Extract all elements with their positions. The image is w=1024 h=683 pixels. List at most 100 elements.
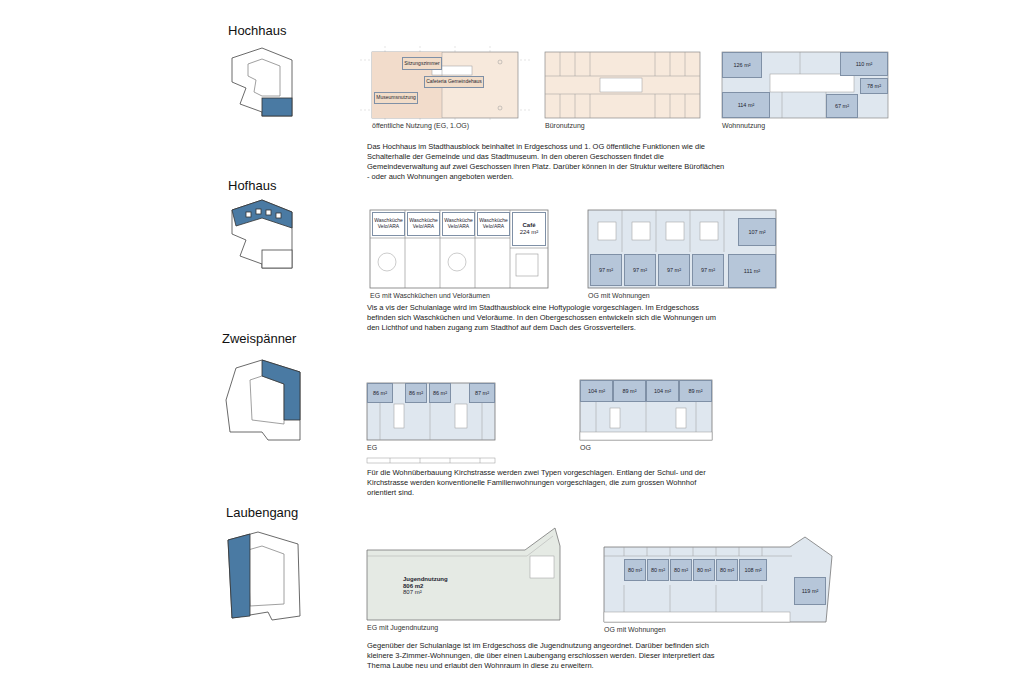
room-area: 86 m² [405,383,427,403]
area-label: 224 m² [520,229,539,236]
area-label: 89 m² [688,388,702,394]
site-plan-icon [232,200,292,268]
area-label: 97 m² [633,267,647,273]
area-label: Waschküche Velo/ARA [443,218,474,230]
room-area: 119 m² [794,577,826,605]
area-label: 807 m² [403,589,422,596]
area-label: 87 m² [475,390,489,396]
room-area: 89 m² [679,380,712,402]
plan-caption: EG [367,444,377,451]
area-label: 119 m² [802,588,819,594]
area-label: 80 m² [674,567,688,573]
plan-caption: Büronutzung [545,122,585,129]
room-area: 114 m² [722,92,770,118]
room-area: 97 m² [624,254,656,286]
area-label: Waschküche Velo/ARA [408,218,439,230]
room-area: Café224 m² [512,212,546,246]
room-area: 108 m² [739,559,767,581]
area-label: 78 m² [867,83,881,89]
area-label: 111 m² [744,268,760,274]
floor-plan-drawing [588,210,776,288]
room-area: 97 m² [590,254,622,286]
section-heading: Laubengang [226,505,298,520]
room-area: 80 m² [624,559,646,581]
room-area: 78 m² [860,78,888,94]
room-area: Jugendnutzung806 m2807 m² [403,570,465,602]
area-label: Jugendnutzung [403,576,448,583]
area-label: 80 m² [720,567,734,573]
room-area: 111 m² [728,254,776,288]
area-label: 97 m² [599,267,613,273]
room-area: Cafeteria Gemeindehaus [424,76,484,88]
room-area: Waschküche Velo/ARA [442,212,475,236]
section-heading: Hofhaus [228,178,276,193]
room-area: 80 m² [647,559,669,581]
area-label: Café [522,222,535,229]
floor-plan: Wohnnutzung126 m²110 m²78 m²114 m²67 m² [722,52,888,118]
area-label: 806 m2 [403,583,423,590]
area-label: 86 m² [409,390,423,396]
floor-plan-drawing [370,210,548,288]
room-area: 86 m² [367,383,393,403]
room-area: 87 m² [469,383,495,403]
room-area: 86 m² [429,383,451,403]
area-label: 108 m² [744,567,761,573]
plan-caption: EG mit Jugendnutzung [367,624,438,631]
room-area: 104 m² [646,380,679,402]
area-label: 97 m² [701,267,715,273]
area-label: 80 m² [628,567,642,573]
floor-plan-drawing [722,52,888,118]
section-heading: Zweispänner [222,331,296,346]
area-label: 110 m² [856,61,873,67]
area-label: 80 m² [651,567,665,573]
area-label: 104 m² [588,388,605,394]
floor-plan: EG mit Waschküchen und VeloräumenWaschkü… [370,210,548,288]
room-area: 107 m² [738,218,776,246]
room-area: Waschküche Velo/ARA [477,212,510,236]
site-plan-icon [232,48,292,116]
room-area: 104 m² [580,380,613,402]
floor-plan: OG104 m²89 m²104 m²89 m² [580,380,712,440]
room-area: Museumsnutzung [374,92,418,104]
area-label: 107 m² [748,229,765,235]
area-label: 67 m² [835,103,849,109]
room-area: Sitzungszimmer [402,57,442,70]
plan-caption: EG mit Waschküchen und Veloräumen [370,292,490,299]
area-label: 114 m² [738,102,755,108]
area-label: Waschküche Velo/ARA [373,218,404,230]
area-label: 86 m² [373,390,387,396]
area-label: Waschküche Velo/ARA [478,218,509,230]
room-area: 80 m² [716,559,738,581]
floor-plan-drawing [545,52,700,118]
floor-plan-drawing [580,380,712,440]
room-area: Waschküche Velo/ARA [372,212,405,236]
room-area: 97 m² [658,254,690,286]
room-area: 97 m² [692,254,724,286]
area-label: 89 m² [622,388,636,394]
description-text: Für die Wohnüberbauung Kirchstrasse werd… [367,468,725,498]
area-label: 97 m² [667,267,681,273]
description-text: Vis a vis der Schulanlage wird im Stadth… [367,303,725,333]
floor-plan: OG mit Wohnungen107 m²97 m²97 m²97 m²97 … [588,210,776,288]
section-heading: Hochhaus [228,23,287,38]
area-label: Sitzungszimmer [404,61,440,67]
area-label: Museumsnutzung [376,95,415,101]
area-label: 80 m² [697,567,711,573]
floor-plan-drawing [367,528,560,620]
site-plan-icon [228,532,300,620]
description-text: Das Hochhaus im Stadthausblock beinhalte… [367,142,725,182]
site-plan-icon [226,360,300,440]
plan-caption: OG mit Wohnungen [588,292,650,299]
room-area: 80 m² [670,559,692,581]
area-label: Cafeteria Gemeindehaus [426,79,482,85]
area-label: 104 m² [654,388,671,394]
description-text: Gegenüber der Schulanlage ist im Erdgesc… [367,641,725,671]
plan-caption: OG [580,444,591,451]
room-area: 80 m² [693,559,715,581]
floor-plan-drawing [367,383,495,463]
plan-caption: OG mit Wohnungen [604,626,666,633]
floor-plan: öffentliche Nutzung (EG, 1.OG)Sitzungszi… [372,52,518,118]
floor-plan: Büronutzung [545,52,700,118]
room-area: Waschküche Velo/ARA [407,212,440,236]
